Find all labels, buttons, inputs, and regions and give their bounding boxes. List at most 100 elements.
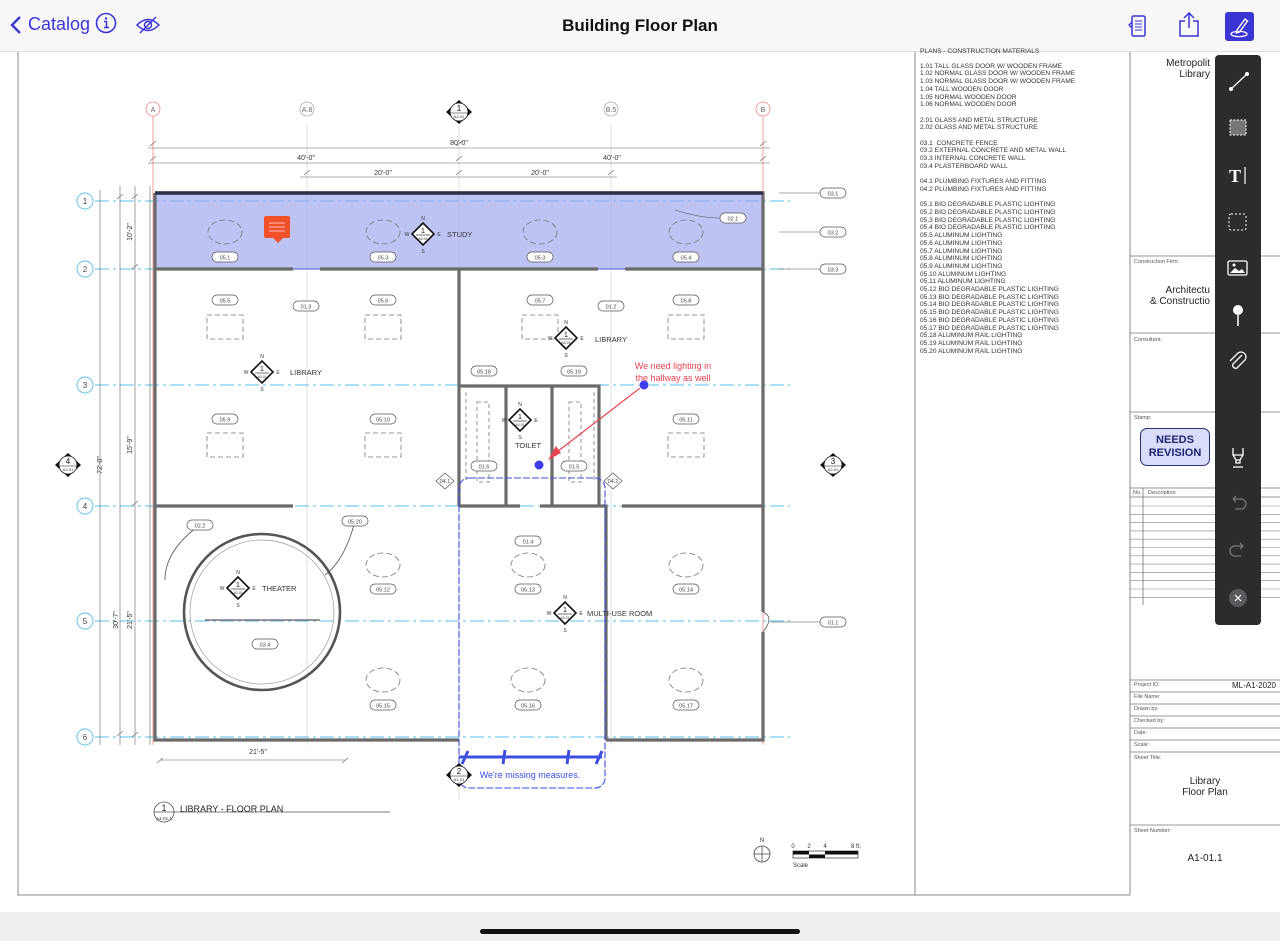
legend-item: 05.20 ALUMINUM RAIL LIGHTING (920, 347, 1023, 355)
red-comment-line: We need lighting in (635, 361, 711, 371)
revision-cloud[interactable] (458, 477, 606, 789)
sheet-title-label: Sheet Title: (1134, 755, 1162, 761)
material-tag-label: 05.7 (535, 298, 546, 304)
title-block-lines (1130, 255, 1280, 826)
compass-n: N (563, 595, 567, 601)
legend-item: 05.13 BIO DEGRADABLE PLASTIC LIGHTING (920, 293, 1059, 301)
info-icon[interactable] (95, 12, 117, 34)
room-label: TOILET (515, 441, 542, 450)
construction-firm-label: Construction Firm: (1134, 259, 1179, 265)
drawing-title: LIBRARY - FLOOR PLAN (180, 804, 283, 814)
redo-button[interactable] (1223, 535, 1253, 565)
rectangle-tool[interactable] (1223, 113, 1253, 143)
legend-item: 05.8 ALUMINUM LIGHTING (920, 255, 1003, 263)
undo-button[interactable] (1223, 488, 1253, 518)
study-highlight-annotation[interactable] (154, 193, 764, 270)
material-tag-label: 05.6 (378, 298, 389, 304)
share-icon[interactable] (1178, 12, 1200, 38)
material-tag (211, 294, 239, 306)
room-label: LIBRARY (595, 335, 627, 344)
light-fixture-square (364, 432, 402, 458)
image-tool[interactable] (1223, 253, 1253, 283)
needs-revision-stamp[interactable]: NEEDS REVISION (1140, 428, 1210, 466)
dimension-label: 21'-5" (249, 749, 267, 756)
annotation-arrow[interactable] (552, 384, 645, 456)
material-tag-label: 03.2 (828, 230, 839, 236)
compass-n: N (260, 354, 264, 360)
grid-col-label: A.8 (302, 107, 313, 114)
legend-title: PLANS - CONSTRUCTION MATERIALS (920, 48, 1040, 55)
legend-item: 05.4 BIO DEGRADABLE PLASTIC LIGHTING (920, 224, 1056, 232)
grid-row-label: 2 (83, 265, 88, 274)
compass-n: N (564, 320, 568, 326)
arrow-handle-end[interactable] (533, 459, 545, 471)
construction-firm: Architectu& Constructio (1149, 285, 1210, 307)
compass-w: W (502, 418, 507, 424)
compass-s: S (260, 387, 264, 393)
eye-slash-icon[interactable] (136, 16, 160, 34)
selection-tool[interactable] (1223, 207, 1253, 237)
grid-bubble-row (76, 497, 94, 515)
room-section-marker (552, 600, 578, 626)
legend-item: 05.6 ALUMINUM LIGHTING (920, 239, 1003, 247)
compass-sheet: A3-01 (560, 616, 569, 620)
pin-tool[interactable] (1223, 300, 1253, 330)
grid-bubble-row (76, 192, 94, 210)
measure-annotation[interactable] (459, 749, 604, 765)
attachment-tool[interactable] (1223, 347, 1253, 377)
material-tag-label: 05.17 (679, 703, 693, 709)
light-fixture-square (521, 314, 559, 340)
legend-item: 1.03 NORMAL GLASS DOOR W/ WOODEN FRAME (920, 78, 1076, 86)
field-label: Checked by: (1134, 718, 1165, 724)
markup-mode-button[interactable] (1225, 12, 1254, 41)
walls (153, 191, 765, 742)
dimension-label: 30'-7" (113, 611, 120, 629)
compass-w: W (405, 232, 410, 238)
material-tag-label: 01.3 (301, 304, 312, 310)
material-tag (672, 583, 700, 595)
light-fixture-round (207, 219, 243, 245)
material-tag-label: 05.15 (376, 703, 390, 709)
text-tool[interactable]: T (1223, 160, 1253, 190)
highlighter-tool[interactable] (1223, 442, 1253, 472)
paperclip-icon (1229, 351, 1247, 369)
light-fixture-square (364, 314, 402, 340)
compass-s: S (236, 603, 240, 609)
bottom-bar (0, 912, 1280, 941)
line-tool[interactable] (1223, 67, 1253, 97)
grid-row-label: 5 (83, 617, 88, 626)
dimension-label: 10'-2" (127, 223, 134, 241)
light-fixture-round (668, 219, 704, 245)
dimension-label: 20'-0" (531, 170, 549, 177)
light-fixture-square (206, 432, 244, 458)
compass-w: W (220, 586, 225, 592)
material-tag (341, 515, 369, 527)
room-section-marker (507, 407, 533, 433)
compass-sheet: A3-01 (233, 591, 242, 595)
note-annotation-icon[interactable] (264, 216, 290, 243)
materials-legend: PLANS - CONSTRUCTION MATERIALS 1.01 TALL … (920, 48, 1075, 363)
plumbing-tag (603, 472, 623, 490)
material-tag-label: 02.1 (728, 216, 739, 222)
scale-label: Scale (793, 863, 809, 869)
lasso-select-icon (1228, 213, 1247, 231)
room-section-marker (249, 359, 275, 385)
sheet-border (17, 52, 1131, 896)
compass-s: S (564, 353, 568, 359)
legend-item: 05.7 ALUMINUM LIGHTING (920, 247, 1003, 255)
material-tag-label: 03.3 (828, 267, 839, 273)
material-tag (369, 294, 397, 306)
material-tag-label: 05.12 (376, 587, 390, 593)
close-toolbar-button[interactable] (1223, 583, 1253, 613)
material-tag-label: 01.4 (523, 539, 534, 545)
red-comment-line: the hallway as well (635, 373, 710, 383)
home-indicator[interactable] (480, 929, 800, 934)
back-button[interactable]: Catalog (10, 14, 90, 35)
field-value: ML-A1-2020 (1231, 681, 1276, 690)
document-icon[interactable] (1128, 14, 1148, 38)
arrow-handle-start[interactable] (638, 379, 650, 391)
page-title: Building Floor Plan (562, 16, 718, 35)
